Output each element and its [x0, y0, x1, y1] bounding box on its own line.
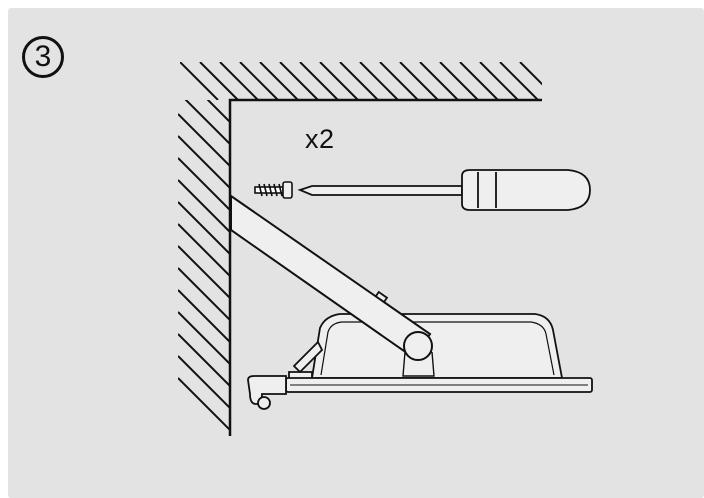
quantity-label: x2 [305, 124, 335, 154]
wall-corner-outline [228, 98, 542, 436]
instruction-panel [8, 8, 704, 498]
step-number: 3 [34, 40, 52, 73]
step-number-badge: 3 [22, 36, 64, 78]
support-arm [230, 194, 435, 377]
wall-hatch [178, 100, 230, 430]
screwdriver-icon [297, 169, 591, 211]
screw-icon [254, 181, 293, 199]
ceiling-hatch [180, 62, 542, 100]
